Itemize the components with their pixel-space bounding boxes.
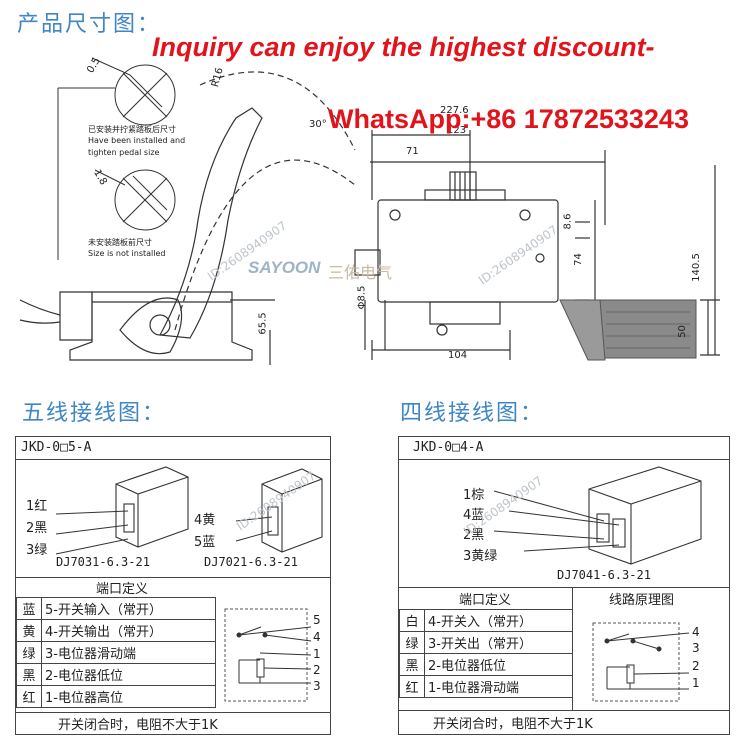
five-wire-conn-left: DJ7031-6.3-21 <box>56 555 150 569</box>
five-wire-schem-num-5: 5 <box>313 613 321 627</box>
dim-phi-8-5: Φ8.5 <box>356 285 368 310</box>
note-installed-en2: tighten pedal size <box>88 148 160 157</box>
dim-140-5: 140.5 <box>690 253 702 282</box>
four-wire-model: JKD-0□4-A <box>413 440 484 455</box>
section-title-dimensions: 产品尺寸图： <box>17 12 162 37</box>
dim-123: 123 <box>447 125 467 136</box>
five-wire-pin-4: 4黄 <box>194 513 216 528</box>
note-not-installed-en: Size is not installed <box>88 249 166 258</box>
dim-71: 71 <box>406 146 419 157</box>
four-wire-circuit-header: 线路原理图 <box>609 593 675 608</box>
promo-discount: Inquiry can enjoy the highest discount- <box>152 32 655 62</box>
dim-65-5: 65.5 <box>257 312 269 335</box>
four-wire-schem-num-4: 4 <box>692 625 700 639</box>
note-installed-en1: Have been installed and <box>88 136 186 145</box>
note-installed-cn: 已安装并拧紧踏板后尺寸 <box>88 125 176 134</box>
dim-74: 74 <box>572 253 584 266</box>
four-wire-pin-3: 3黄绿 <box>463 549 498 564</box>
four-wire-schem-num-2: 2 <box>692 659 700 673</box>
five-wire-schematic <box>224 608 312 702</box>
detail-circle-not-installed <box>114 169 176 231</box>
dim-30-deg: 30° <box>309 119 327 130</box>
promo-whatsapp: WhatsApp:+86 17872533243 <box>328 104 689 134</box>
five-wire-port-header: 端口定义 <box>96 582 149 597</box>
five-wire-schem-num-3: 3 <box>313 679 321 693</box>
five-wire-conn-right: DJ7021-6.3-21 <box>204 555 298 569</box>
pedal-arm <box>159 107 263 339</box>
five-wire-pin-5: 5蓝 <box>194 535 216 550</box>
pedal-base <box>69 291 253 361</box>
four-wire-panel: JKD-0□4-A 1棕 4蓝 2黑 3黄绿 DJ7041-6.3-21 ID:… <box>398 436 730 735</box>
section-title-four-wire: 四线接线图： <box>400 401 545 426</box>
five-wire-pin-1: 1红 <box>26 499 48 514</box>
five-wire-schem-num-2: 2 <box>313 663 321 677</box>
five-wire-schem-num-1: 1 <box>313 647 321 661</box>
four-wire-pin-1: 1棕 <box>463 488 485 503</box>
note-not-installed-cn: 未安装踏板前尺寸 <box>88 238 152 247</box>
dimension-drawing <box>19 57 720 365</box>
five-wire-pin-3: 3绿 <box>26 543 48 558</box>
four-wire-footer: 开关闭合时，电阻不大于1K <box>433 717 593 732</box>
dim-50: 50 <box>676 325 688 338</box>
shaft-knob <box>449 171 477 201</box>
four-wire-conn: DJ7041-6.3-21 <box>557 568 651 582</box>
five-wire-footer: 开关闭合时，电阻不大于1K <box>58 718 218 733</box>
four-wire-schem-num-1: 1 <box>692 676 700 690</box>
five-wire-panel: JKD-0□5-A 1红 2黑 3绿 4黄 5蓝 DJ7031-6.3-21 D… <box>15 436 331 735</box>
five-wire-pin-2: 2黑 <box>26 521 48 536</box>
detail-circle-installed <box>114 64 176 126</box>
four-wire-pin-2: 2黑 <box>463 528 485 543</box>
dim-104: 104 <box>448 350 468 361</box>
five-wire-model: JKD-0□5-A <box>21 440 92 455</box>
four-wire-schem-num-3: 3 <box>692 641 700 655</box>
dim-8-6: 8.6 <box>562 213 574 230</box>
section-title-five-wire: 五线接线图： <box>22 401 167 426</box>
five-wire-connectors <box>55 466 323 555</box>
five-wire-schem-num-4: 4 <box>313 630 321 644</box>
watermark-brand: SAYOON <box>248 258 321 277</box>
four-wire-schematic <box>592 622 690 702</box>
watermark-brand-cn: 三佑电气 <box>328 263 393 282</box>
four-wire-connector <box>493 466 702 565</box>
five-wire-model-row: JKD-0□5-A <box>16 437 330 460</box>
four-wire-port-header: 端口定义 <box>459 593 512 608</box>
four-wire-model-row: JKD-0□4-A <box>399 437 729 460</box>
four-wire-pin-4: 4蓝 <box>463 508 485 523</box>
dim-227-6: 227.6 <box>440 105 469 116</box>
